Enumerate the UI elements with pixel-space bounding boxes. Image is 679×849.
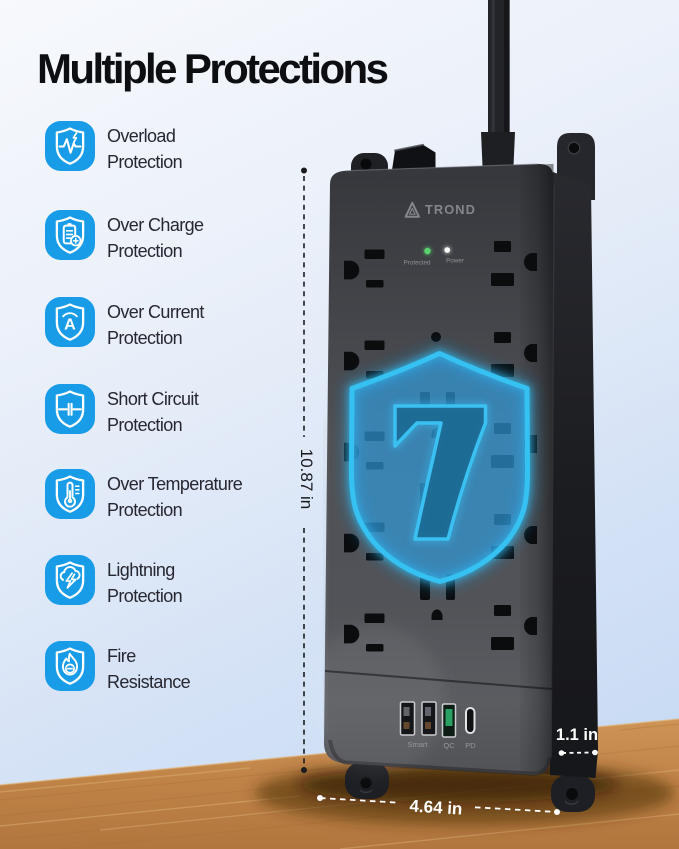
svg-text:Protected: Protected (404, 260, 431, 267)
svg-text:10.87 in: 10.87 in (297, 449, 316, 510)
svg-text:TROND: TROND (425, 202, 476, 217)
svg-text:A: A (64, 315, 76, 333)
svg-text:1.1 in: 1.1 in (556, 726, 598, 744)
svg-text:Smart: Smart (407, 740, 428, 749)
svg-text:QC: QC (443, 741, 455, 750)
svg-text:4.64 in: 4.64 in (409, 796, 463, 818)
svg-text:Power: Power (446, 258, 464, 265)
svg-text:PD: PD (465, 741, 476, 750)
